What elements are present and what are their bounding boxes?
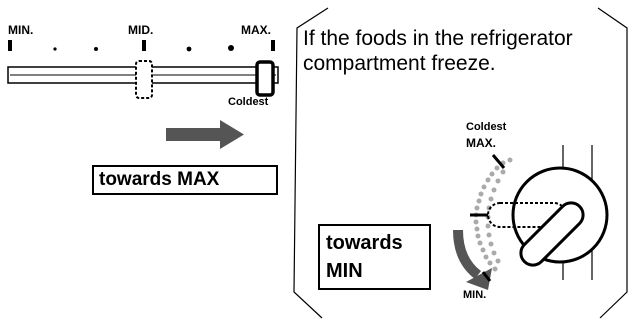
towards-min-label: towards MIN bbox=[318, 224, 431, 290]
slider-knob-max bbox=[255, 60, 275, 97]
slider-scale bbox=[8, 40, 275, 52]
min-tick bbox=[8, 40, 12, 51]
slider-knob-mid bbox=[135, 60, 153, 99]
slider-coldest-label: Coldest bbox=[228, 96, 269, 108]
slider-mid-label: MID. bbox=[128, 23, 154, 37]
instruction-text: If the foods in the refrigerator compart… bbox=[303, 27, 573, 75]
slider-max-label: MAX. bbox=[241, 23, 271, 37]
mid-tick bbox=[142, 40, 146, 51]
curved-arrow-down-icon bbox=[453, 229, 492, 290]
scale-dot bbox=[186, 46, 192, 52]
max-position-tick bbox=[491, 154, 506, 169]
dial-max-label: MAX. bbox=[466, 136, 496, 150]
rotary-dial-icon bbox=[487, 166, 609, 267]
slider-min-label: MIN. bbox=[8, 23, 34, 37]
towards-max-label: towards MAX bbox=[92, 165, 278, 195]
scale-dot bbox=[53, 47, 57, 51]
panel-bracket bbox=[293, 7, 628, 319]
dial-min-label: MIN. bbox=[463, 289, 487, 301]
towards-min-line2: MIN bbox=[326, 260, 363, 282]
dial-coldest-label: Coldest bbox=[466, 121, 507, 133]
min-position-tick bbox=[481, 271, 492, 282]
arrow-right-icon bbox=[166, 120, 244, 149]
towards-min-line1: towards bbox=[326, 232, 403, 254]
scale-dot bbox=[94, 47, 98, 51]
scale-dot bbox=[228, 45, 234, 51]
max-tick bbox=[271, 40, 275, 51]
